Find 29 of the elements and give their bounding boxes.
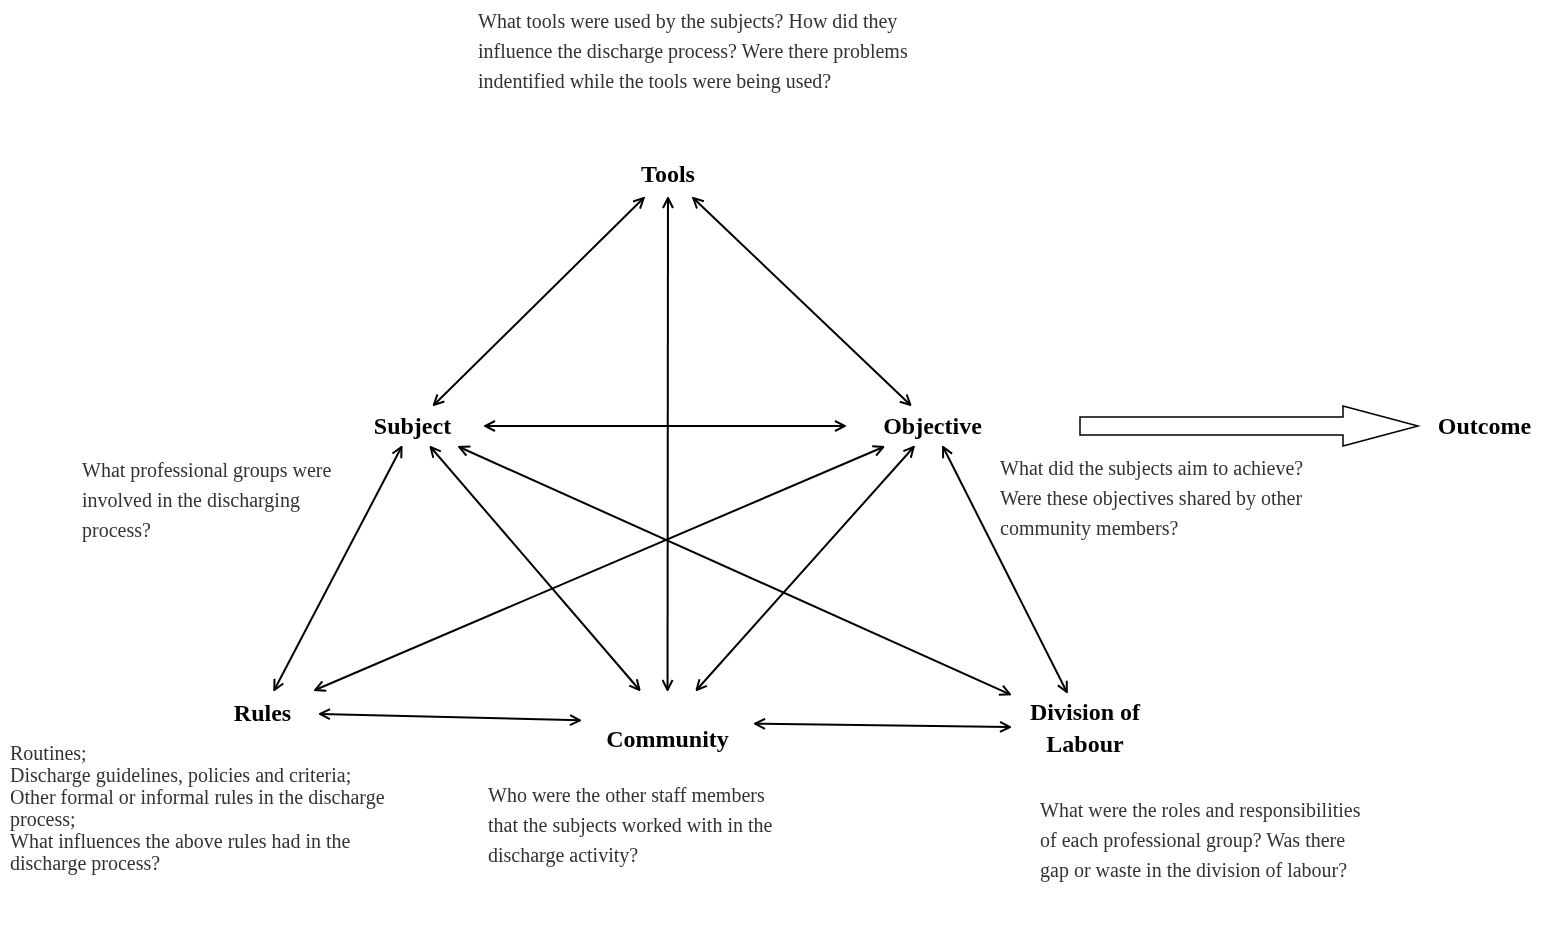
question-text: What did the subjects aim to achieve? Were these objectives shared by other community members?	[1000, 456, 1305, 542]
question-text: Who were the other staff members that the subjects worked with in the discharge activity?	[488, 783, 774, 869]
question-text: What influences the above rules had in the discharge process?	[10, 830, 352, 874]
double-arrow	[484, 420, 846, 432]
question-text: What were the roles and responsibilities of each professional group? Was there gap or waste in the division of labour?	[1040, 798, 1362, 884]
double-arrow	[942, 446, 1068, 693]
double-arrow	[429, 446, 641, 691]
question-text: Discharge guidelines, policies and criteria;	[10, 764, 353, 786]
node-label: Division of Labour	[1029, 698, 1142, 759]
question-text: Other formal or informal rules in the discharge process;	[10, 786, 386, 830]
question-text: What tools were used by the subjects? How did they influence the discharge process? Were there problems indentified while the tools were being used?	[478, 9, 909, 95]
question-text: Routines;	[10, 742, 88, 764]
double-arrow	[273, 446, 403, 691]
double-arrow	[432, 197, 645, 406]
question-text: What professional groups were involved in the discharging process?	[82, 458, 333, 544]
node-label: Objective	[882, 412, 983, 441]
node-label: Outcome	[1436, 412, 1533, 441]
block-arrow	[1079, 405, 1421, 447]
double-arrow	[692, 197, 912, 406]
node-label: Subject	[372, 412, 453, 441]
double-arrow	[661, 197, 674, 691]
double-arrow	[754, 717, 1011, 733]
double-arrow	[314, 445, 885, 692]
double-arrow	[319, 708, 581, 727]
node-label: Rules	[232, 698, 293, 728]
double-arrow	[695, 446, 915, 691]
node-label: Community	[605, 725, 730, 754]
node-label: Tools	[640, 160, 696, 189]
double-arrow	[458, 445, 1011, 696]
